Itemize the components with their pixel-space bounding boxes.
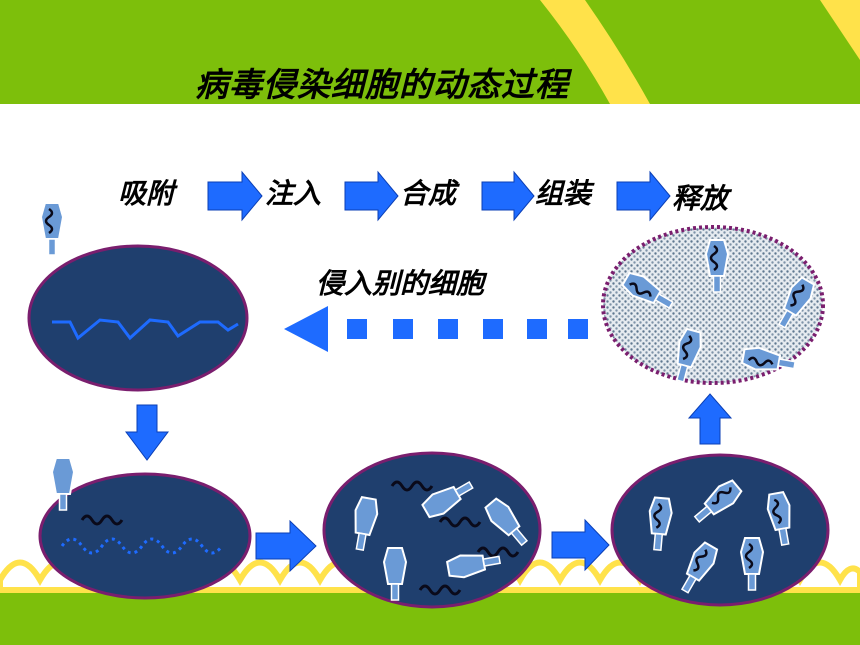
step-label-adsorption: 吸附 [118, 177, 175, 210]
step-label-release: 释放 [672, 182, 729, 215]
step-arrow-4 [616, 170, 671, 222]
page-title: 病毒侵染细胞的动态过程 [195, 65, 569, 104]
step-label-injection: 注入 [265, 177, 322, 210]
step-arrows [207, 170, 671, 222]
reinfect-label: 侵入别的细胞 [316, 267, 485, 300]
step-label-synthesis: 合成 [400, 177, 457, 210]
header-stripe-right [820, 0, 860, 60]
step-arrow-2 [344, 170, 399, 222]
cell-adsorption [27, 201, 249, 392]
step-arrow-3 [481, 170, 535, 222]
cell-release [601, 225, 825, 386]
up-arrow [687, 393, 733, 445]
header-band [0, 0, 860, 104]
down-arrow [125, 404, 169, 461]
reinfect-arrow [284, 306, 588, 352]
step-label-assembly: 组装 [535, 177, 592, 210]
header-stripe [540, 0, 650, 104]
step-arrow-1 [207, 170, 263, 222]
right-arrow-2 [551, 518, 610, 572]
virus-icon [39, 201, 65, 257]
cell-injection [38, 457, 252, 600]
cell-synthesis [322, 451, 542, 609]
cell-assembly [610, 453, 830, 607]
right-arrow-1 [255, 519, 317, 573]
